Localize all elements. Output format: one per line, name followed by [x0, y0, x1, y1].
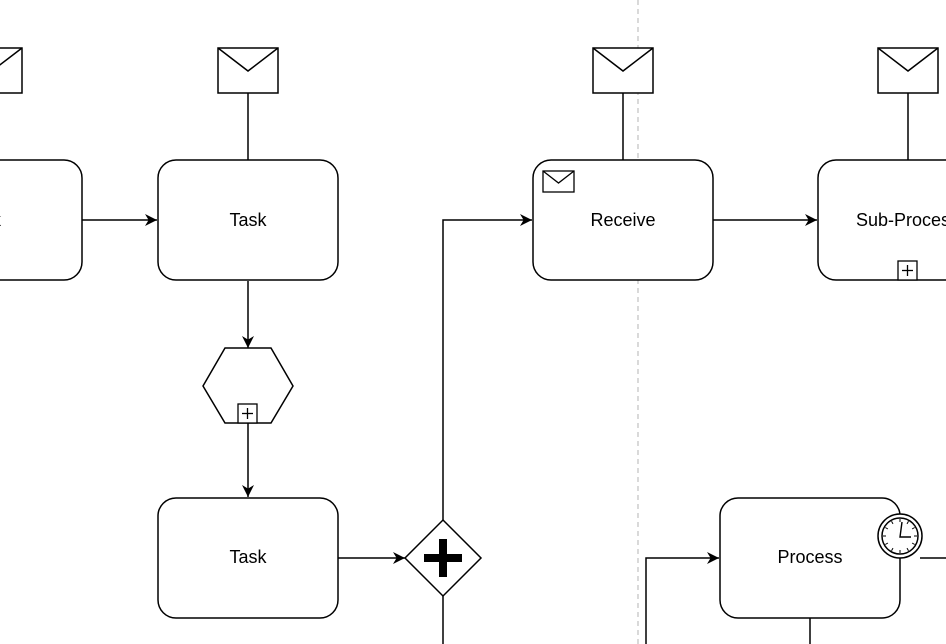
- sequence-flow[interactable]: [442, 214, 532, 520]
- sub-process[interactable]: Sub-Proces: [817, 159, 946, 281]
- task-bottom-label: Task: [229, 547, 267, 567]
- parallel-gateway[interactable]: [403, 518, 483, 598]
- receive-task-label: Receive: [590, 210, 655, 230]
- hexagon-event[interactable]: [202, 347, 294, 424]
- timer-icon[interactable]: [877, 513, 923, 559]
- process-task-label: Process: [777, 547, 842, 567]
- task-top-label: Task: [229, 210, 267, 230]
- envelope-icon[interactable]: [877, 47, 939, 94]
- process-task[interactable]: Process: [719, 497, 901, 619]
- collapsed-plus-icon: [237, 403, 258, 424]
- task-top[interactable]: Task: [157, 159, 339, 281]
- task-partial[interactable]: sk: [0, 159, 83, 281]
- task-bottom[interactable]: Task: [157, 497, 339, 619]
- envelope-icon[interactable]: [217, 47, 279, 94]
- sub-process-label: Sub-Proces: [856, 210, 946, 230]
- receive-task[interactable]: Receive: [532, 159, 714, 281]
- envelope-icon: [542, 170, 575, 193]
- envelope-icon[interactable]: [592, 47, 654, 94]
- plus-icon: [424, 539, 462, 577]
- sequence-flow[interactable]: [645, 552, 719, 644]
- collapsed-plus-icon[interactable]: [897, 260, 918, 281]
- envelope-icon[interactable]: [0, 47, 23, 94]
